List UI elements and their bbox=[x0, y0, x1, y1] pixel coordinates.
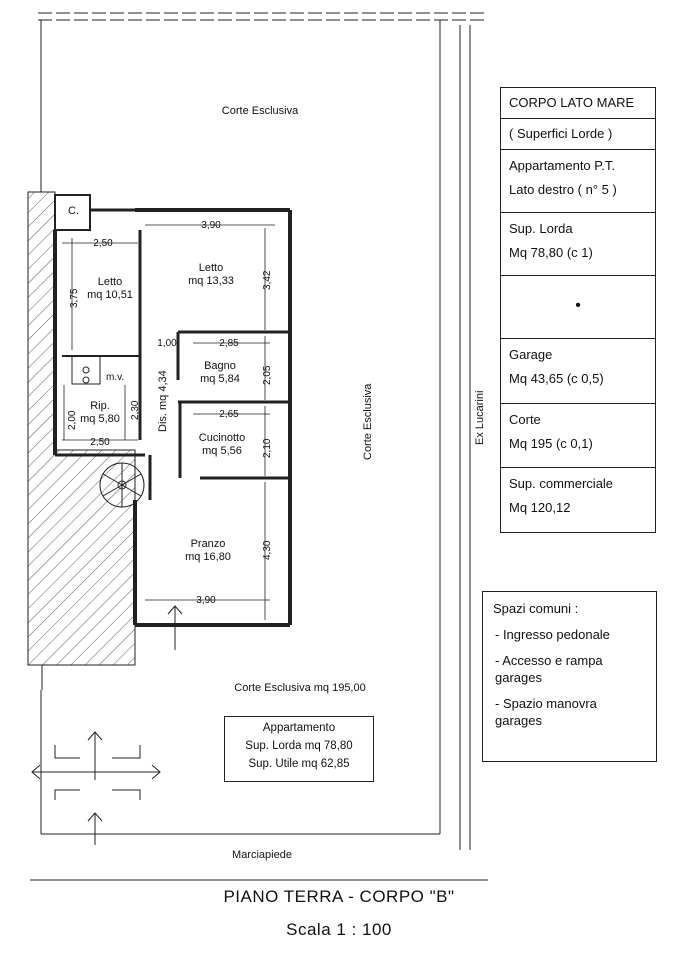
dimension-label: 3,75 bbox=[69, 288, 80, 308]
table-cell: Lato destro ( n° 5 ) bbox=[509, 182, 617, 197]
room-name: Pranzo bbox=[190, 538, 226, 550]
room-cucinotto: Cucinotto mq 5,56 bbox=[199, 432, 245, 458]
dimension-label: 3,90 bbox=[201, 220, 221, 231]
room-name: Letto bbox=[198, 262, 224, 274]
dimension-label: 2,05 bbox=[262, 365, 273, 385]
room-letto-1: Letto mq 10,51 bbox=[87, 276, 133, 302]
room-area: mq 5,80 bbox=[80, 413, 120, 425]
table-row: Corte Mq 195 (c 0,1) bbox=[501, 404, 655, 468]
table-cell: ( Superfici Lorde ) bbox=[509, 126, 613, 141]
table-row: • bbox=[501, 276, 655, 339]
table-row: Garage Mq 43,65 (c 0,5) bbox=[501, 339, 655, 404]
common-spaces-box: Spazi comuni : - Ingresso pedonale - Acc… bbox=[482, 591, 657, 762]
room-bagno: Bagno mq 5,84 bbox=[200, 360, 240, 386]
table-cell: Appartamento P.T. bbox=[509, 158, 615, 173]
table-row: ( Superfici Lorde ) bbox=[501, 119, 655, 150]
corte-bottom-label: Corte Esclusiva mq 195,00 bbox=[234, 682, 366, 694]
marciapiede-label: Marciapiede bbox=[232, 849, 292, 861]
common-space-item: - Ingresso pedonale bbox=[495, 627, 610, 642]
table-cell: Sup. commerciale bbox=[509, 476, 614, 491]
dimension-label: 3,90 bbox=[196, 595, 216, 606]
c-label: C. bbox=[68, 205, 79, 217]
table-row: Sup. Lorda Mq 78,80 (c 1) bbox=[501, 213, 655, 276]
table-row: Sup. commerciale Mq 120,12 bbox=[501, 468, 655, 532]
apartment-summary-box: Appartamento Sup. Lorda mq 78,80 Sup. Ut… bbox=[224, 716, 374, 782]
room-rip: Rip. mq 5,80 bbox=[80, 400, 120, 426]
table-cell: Mq 43,65 (c 0,5) bbox=[509, 371, 604, 386]
room-name: Bagno bbox=[204, 360, 236, 372]
spiral-staircase bbox=[99, 462, 145, 508]
apartment-walls bbox=[53, 194, 292, 627]
neighbour-hatched-area bbox=[27, 191, 136, 666]
surface-info-table: CORPO LATO MARE ( Superfici Lorde ) Appa… bbox=[500, 87, 656, 533]
room-area: mq 13,33 bbox=[188, 275, 234, 287]
table-cell: Mq 78,80 (c 1) bbox=[509, 245, 593, 260]
common-space-item: - Accesso e rampa garages bbox=[495, 653, 603, 685]
dimension-label: 1,00 bbox=[157, 338, 177, 349]
table-cell: CORPO LATO MARE bbox=[509, 95, 635, 110]
dimension-label: 2,30 bbox=[130, 400, 141, 420]
room-name: Rip. bbox=[90, 400, 110, 412]
room-area: mq 16,80 bbox=[185, 551, 231, 563]
dimension-label: 2,85 bbox=[219, 338, 239, 349]
apartment-utile: Sup. Utile mq 62,85 bbox=[248, 758, 350, 770]
room-pranzo: Pranzo mq 16,80 bbox=[185, 538, 231, 564]
dimension-label: 2,00 bbox=[67, 410, 78, 430]
apartment-title: Appartamento bbox=[262, 722, 336, 734]
plan-title: PIANO TERRA - CORPO "B" bbox=[223, 887, 455, 906]
room-name: Letto bbox=[97, 276, 123, 288]
table-row: CORPO LATO MARE bbox=[501, 88, 655, 119]
dimension-label: 3,42 bbox=[262, 270, 273, 290]
dimension-label: 2,65 bbox=[219, 409, 239, 420]
room-name: Cucinotto bbox=[198, 432, 246, 444]
corte-side-label: Corte Esclusiva bbox=[362, 383, 374, 460]
table-cell: Mq 120,12 bbox=[509, 500, 571, 515]
dis-label: Dis. mq 4,34 bbox=[157, 370, 169, 432]
table-row: Appartamento P.T. Lato destro ( n° 5 ) bbox=[501, 150, 655, 213]
apartment-lorda: Sup. Lorda mq 78,80 bbox=[245, 740, 353, 752]
table-cell: Sup. Lorda bbox=[509, 221, 573, 236]
entry-arrows bbox=[31, 605, 183, 845]
ex-lucarini-label: Ex Lucarini bbox=[474, 390, 486, 445]
table-cell: Corte bbox=[509, 412, 541, 427]
bullet-mark: • bbox=[575, 297, 581, 314]
common-space-item: - Spazio manovra garages bbox=[495, 696, 597, 728]
common-spaces-title: Spazi comuni : bbox=[493, 601, 579, 616]
room-area: mq 5,56 bbox=[202, 445, 242, 457]
room-letto-2: Letto mq 13,33 bbox=[188, 262, 234, 288]
plan-scale: Scala 1 : 100 bbox=[286, 920, 392, 939]
room-area: mq 5,84 bbox=[200, 373, 240, 385]
table-cell: Mq 195 (c 0,1) bbox=[509, 436, 593, 451]
dimension-label: 2,50 bbox=[93, 238, 113, 249]
corte-top-label: Corte Esclusiva bbox=[221, 105, 299, 117]
table-cell: Garage bbox=[509, 347, 553, 362]
dimension-label: 4,30 bbox=[262, 540, 273, 560]
dimension-label: 2,50 bbox=[90, 437, 110, 448]
dimension-label: 2,10 bbox=[262, 438, 273, 458]
room-area: mq 10,51 bbox=[87, 289, 133, 301]
mv-label: m.v. bbox=[106, 372, 125, 383]
